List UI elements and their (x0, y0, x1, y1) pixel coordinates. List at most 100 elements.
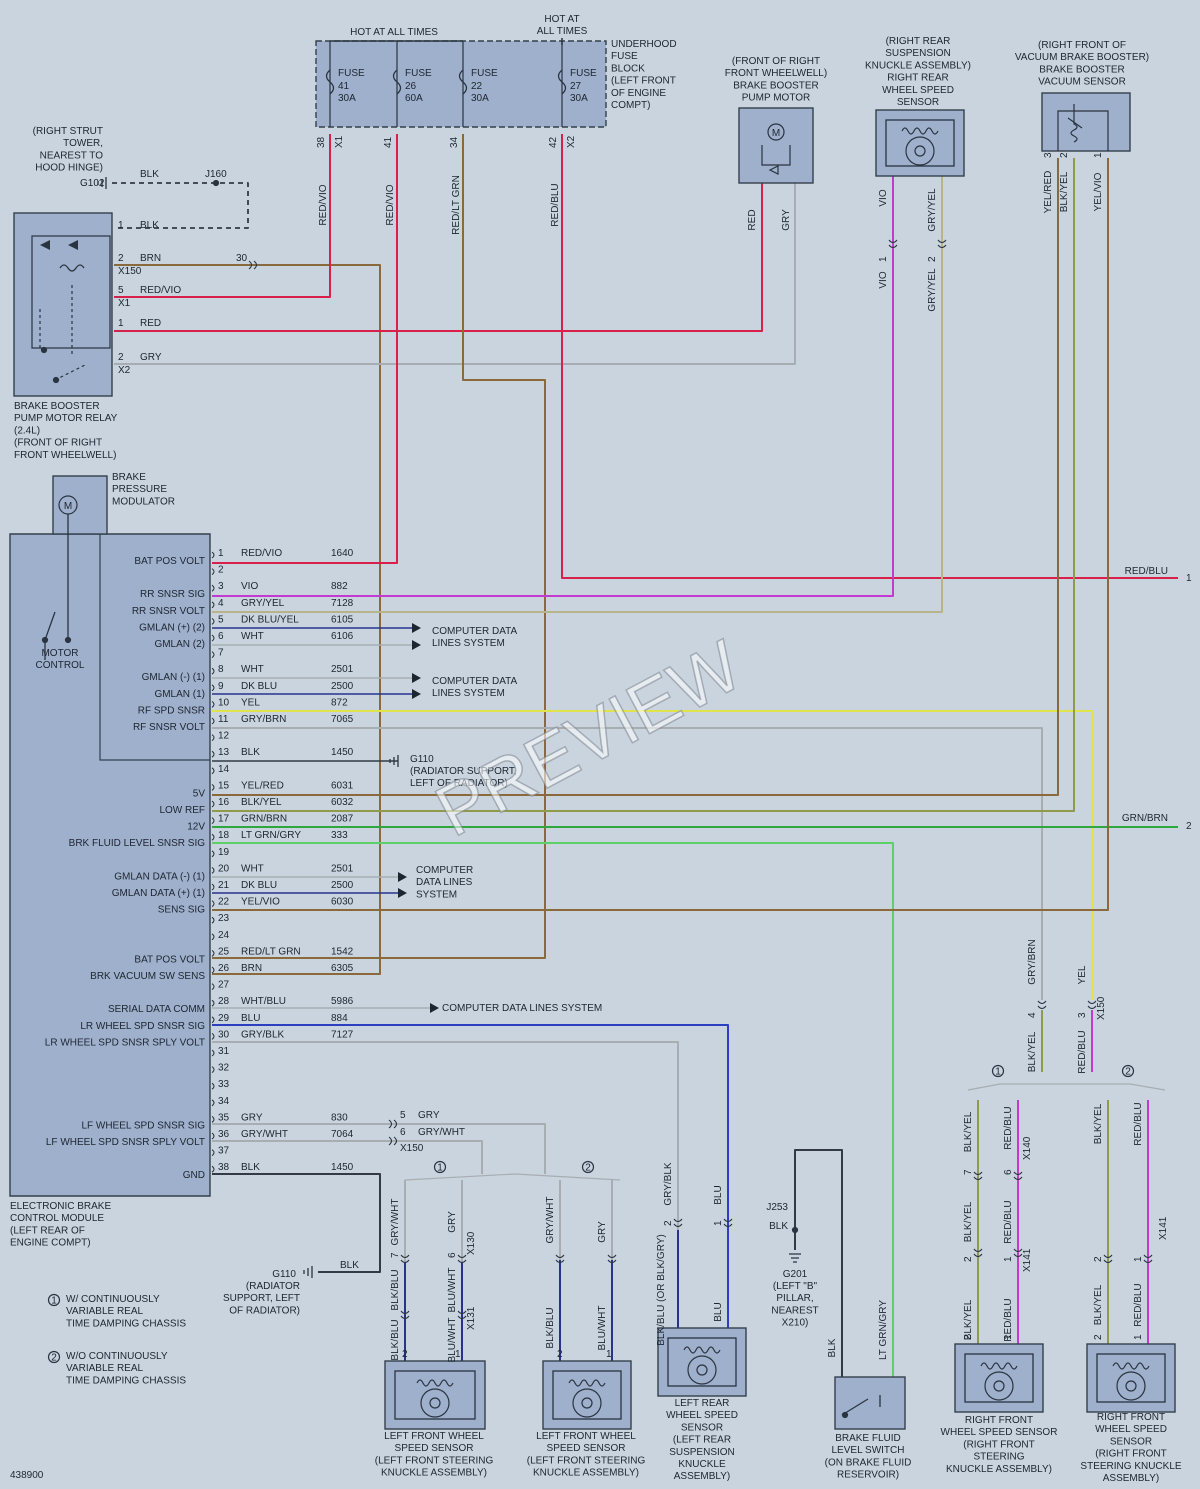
lf1-top-wire: GRY (447, 1211, 458, 1233)
ebcm-circuit-number: 6305 (331, 963, 354, 974)
lf1-x130-pin: 6 (447, 1252, 458, 1258)
relay-connector: X2 (118, 365, 131, 376)
ebcm-pin-number: 9 (218, 681, 224, 692)
fuse-pin: 41 (383, 136, 394, 148)
ebcm-label-line: ELECTRONIC BRAKE (10, 1201, 111, 1212)
rf-sensor-1-frame (964, 1353, 1034, 1403)
rr-sensor-frame (885, 119, 955, 167)
cd1-arrow-2 (412, 640, 421, 650)
ebcm-pin-tick (211, 701, 215, 708)
lf2-sensor-pin: 2 (557, 1349, 563, 1360)
rf1-wire-a: RED/BLU (1003, 1106, 1014, 1149)
fluid-switch-label-line: BRAKE FLUID (835, 1433, 901, 1444)
fuse-block-title-line: OF ENGINE (611, 88, 666, 99)
rr-conn-wire: GRY/YEL (927, 268, 938, 312)
rf1-x141-b (1013, 1248, 1023, 1258)
rr-sensor-label-line: RIGHT REAR (887, 73, 949, 84)
lr-top-wire: GRY/BLK (663, 1162, 674, 1205)
lf1-connector-c (400, 1310, 410, 1320)
wire-rf-split (967, 1083, 1166, 1091)
ebcm-pin-number: 35 (218, 1112, 230, 1123)
lf2-sensor-label-line: KNUCKLE ASSEMBLY) (533, 1468, 639, 1479)
ebcm-motor-section (99, 534, 210, 761)
ebcm-pin-number: 33 (218, 1079, 230, 1090)
rf-grybrn-connector (1037, 1000, 1047, 1010)
relay-splice: 30 (236, 253, 248, 264)
legend-1-text-line: TIME DAMPING CHASSIS (66, 1318, 186, 1329)
g110-bottom-location-line: (RADIATOR (246, 1281, 300, 1292)
ebcm-pin-function: LF WHEEL SPD SNSR SIG (81, 1120, 205, 1131)
ebcm-circuit-number: 333 (331, 830, 348, 841)
rf-option-2-circle (1121, 1064, 1135, 1078)
lf2-sensor-label-line: LEFT FRONT WHEEL (536, 1431, 636, 1442)
wire-lf-split (404, 1173, 621, 1181)
g201-location-line: X210) (782, 1318, 809, 1329)
lf1-x130-pin: 7 (390, 1252, 401, 1258)
vac-sensor-label-line: VACUUM SENSOR (1038, 77, 1126, 88)
cd1-label-line: LINES SYSTEM (432, 638, 505, 649)
rf-sensor-1-body (954, 1343, 1044, 1413)
rf1-sensor-label-line: WHEEL SPEED SENSOR (941, 1427, 1058, 1438)
rf2-wire-a: BLK/YEL (1093, 1103, 1104, 1144)
wire-blu-lr (212, 1024, 729, 1355)
ebcm-pin-function: BAT POS VOLT (134, 556, 205, 567)
fuse-pin: 34 (449, 136, 460, 148)
ebcm-pin-number: 24 (218, 930, 230, 941)
g201-ground (789, 1253, 801, 1263)
lf-x150-connector-a (388, 1119, 398, 1129)
ebcm-pin-number: 32 (218, 1063, 230, 1074)
ebcm-circuit-number: 830 (331, 1112, 348, 1123)
ebcm-pin-tick (211, 551, 215, 559)
g102-name: G102 (80, 178, 105, 189)
rf-sensor-2-frame (1096, 1353, 1166, 1403)
ebcm-pin-tick (211, 717, 215, 725)
cd4-label: COMPUTER DATA LINES SYSTEM (442, 1003, 602, 1014)
fuse-1-element (325, 69, 335, 95)
cd3-arrow-2 (398, 888, 407, 898)
lf-sensor-1-body (384, 1360, 486, 1430)
lf2-sensor-pin: 1 (606, 1349, 612, 1360)
legend-2-text-line: VARIABLE REAL (66, 1363, 144, 1374)
ebcm-wire-color: GRY (241, 1112, 263, 1123)
ebcm-pin-tick (211, 867, 215, 874)
fuse-block (315, 40, 607, 128)
ebcm-circuit-number: 5986 (331, 996, 354, 1007)
ebcm-pin-number: 21 (218, 880, 230, 891)
fluid-switch-label-line: LEVEL SWITCH (832, 1445, 905, 1456)
wire-gry-yel-rr (212, 176, 943, 613)
fuse-name: FUSE (471, 68, 498, 79)
lf1-x131: X131 (466, 1306, 477, 1330)
rf2-sensor-label-line: (RIGHT FRONT (1095, 1449, 1166, 1460)
ebcm-wire-color: GRN/BRN (241, 814, 287, 825)
j253-name: J253 (766, 1202, 788, 1213)
cd1-label-line: COMPUTER DATA (432, 626, 518, 637)
g102-location-line: TOWER, (63, 138, 103, 149)
ebcm-wire-color: GRY/YEL (241, 598, 285, 609)
wire-yel-vio-vac (212, 158, 1109, 911)
ebcm-pin-number: 26 (218, 963, 230, 974)
cd2-arrow-2 (412, 689, 421, 699)
wire-red-blu-offpage (561, 134, 1178, 579)
pump-wire-red: RED (747, 209, 758, 230)
rf-option-1-circle (991, 1064, 1005, 1078)
rf1-sensor-label-line: STEERING (973, 1452, 1024, 1463)
lf-sensor-1-hub (429, 1397, 441, 1409)
rr-conn-pin: 2 (927, 256, 938, 262)
ebcm-circuit-number: 2087 (331, 814, 354, 825)
lf1-x130: X130 (466, 1231, 477, 1255)
g102-ground (97, 177, 107, 189)
lf-sensor-1-frame (394, 1370, 476, 1420)
rf-sensor-2-hub (1125, 1380, 1137, 1392)
ebcm-pin-function: RR SNSR SIG (140, 589, 205, 600)
rf1-pin-a: 7 (963, 1169, 974, 1175)
lf2-connector-b (607, 1254, 617, 1264)
ebcm-pin-tick (211, 767, 215, 775)
relay-pin: 1 (118, 220, 124, 231)
cd2-label-line: COMPUTER DATA (432, 676, 518, 687)
fuse-block-title-line: BLOCK (611, 63, 645, 74)
g102-location-line: NEAREST TO (40, 150, 104, 161)
lf2-sensor-label-line: (LEFT FRONT STEERING (527, 1455, 646, 1466)
vac-pin: 2 (1059, 152, 1070, 158)
legend-1-number: 1 (51, 1296, 57, 1307)
hot-at-all-times-right-line: HOT AT (544, 14, 579, 25)
